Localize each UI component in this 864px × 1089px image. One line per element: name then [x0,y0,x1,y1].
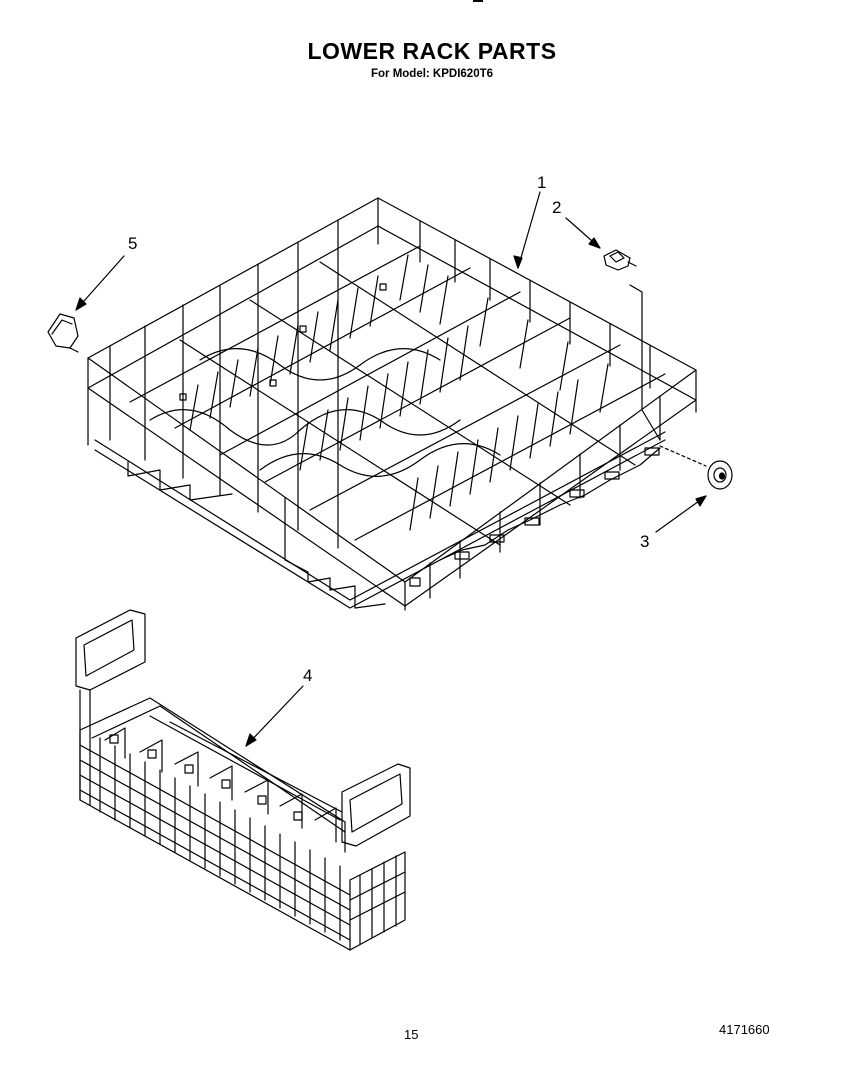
lower-rack-drawing [87,197,697,611]
leader-lines [75,191,707,747]
part-2-clip-drawing [603,249,637,271]
document-number: 4171660 [719,1022,770,1037]
page-title: LOWER RACK PARTS [307,38,557,64]
part-3-wheel-drawing [659,445,733,490]
callout-4: 4 [303,666,313,685]
callout-3: 3 [640,532,650,551]
top-edge-mark [473,0,483,2]
callout-5: 5 [128,234,138,253]
silverware-basket-drawing [75,609,411,951]
model-subtitle: For Model: KPDI620T6 [370,68,494,80]
callout-2: 2 [552,198,562,217]
callout-1: 1 [537,173,547,192]
part-5-endcap-drawing [47,313,79,353]
page-number: 15 [404,1027,419,1042]
